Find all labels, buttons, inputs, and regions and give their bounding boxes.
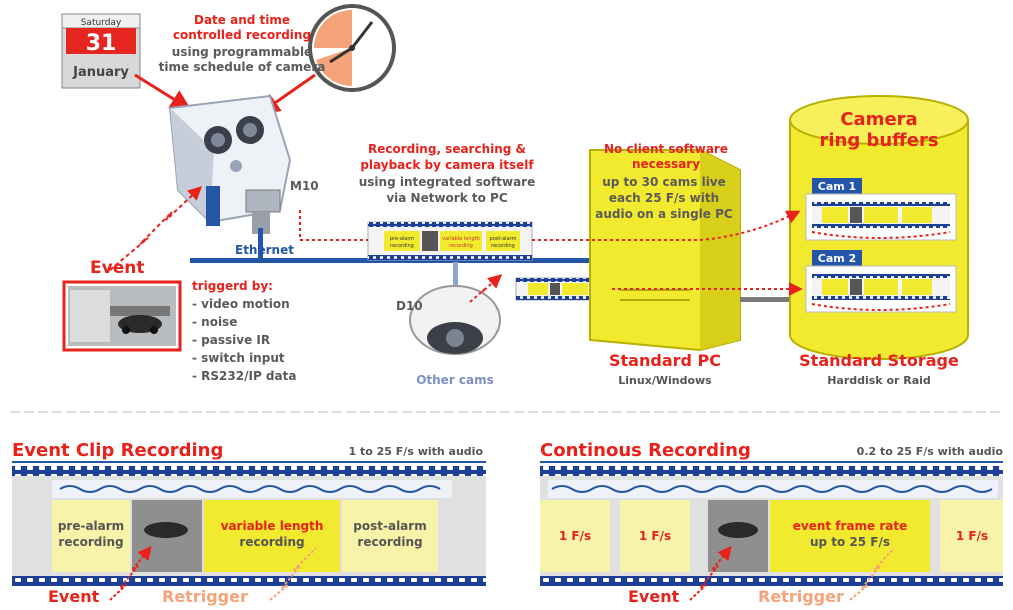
pc-note-line4: each 25 F/s with <box>609 191 719 205</box>
event-clip-film-strip <box>12 466 486 586</box>
schedule-note-line1: Date and time <box>194 13 290 27</box>
continuous-seg2: 1 F/s <box>639 529 671 543</box>
recording-note-line2: playback by camera itself <box>360 158 534 172</box>
event-clip-pre2: recording <box>58 535 123 549</box>
continuous-retrigger: Retrigger <box>758 587 844 606</box>
recording-note-line4: via Network to PC <box>386 191 507 205</box>
storage-title-1: Camera <box>840 109 917 130</box>
pc-note-line1: No client software <box>604 142 728 156</box>
event-clip-post2: recording <box>357 535 422 549</box>
m10-camera-icon <box>168 94 292 234</box>
event-clip-rate: 1 to 25 F/s with audio <box>349 445 484 458</box>
mini-post2: recording <box>491 243 515 249</box>
continuous-event1: event frame rate <box>793 519 908 533</box>
event-photo <box>62 280 182 352</box>
pc-note-line2: necessary <box>632 157 700 171</box>
continuous-event: Event <box>628 587 680 606</box>
trigger-item: - video motion <box>192 297 290 311</box>
cam2-ring-buffer: Cam 2 <box>805 250 957 313</box>
calendar-arrow <box>134 73 192 111</box>
mini-film-strip: pre-alarm recording variable length reco… <box>367 221 533 261</box>
cam2-label: Cam 2 <box>818 252 856 265</box>
event-label: Event <box>90 258 144 278</box>
continuous-rate: 0.2 to 25 F/s with audio <box>857 445 1004 458</box>
event-lightning <box>109 186 203 271</box>
cam1-label: Cam 1 <box>818 180 856 193</box>
continuous-event2: up to 25 F/s <box>810 535 890 549</box>
schedule-note-line4: time schedule of camera <box>159 60 326 74</box>
event-clip-retrigger: Retrigger <box>162 587 248 606</box>
continuous-seg3: 1 F/s <box>956 529 988 543</box>
cam1-ring-buffer: Cam 1 <box>805 178 957 241</box>
calendar-icon: Saturday 31 January <box>61 13 141 89</box>
flow-camera-to-strip <box>299 210 368 241</box>
m10-label: M10 <box>290 179 319 193</box>
d10-label: D10 <box>396 299 423 313</box>
continuous-film-strip <box>540 466 1003 586</box>
other-cams-label: Other cams <box>416 373 494 387</box>
clock-icon <box>308 4 396 92</box>
pc-note-line5: audio on a single PC <box>595 207 733 221</box>
mini-pre: pre-alarm <box>390 236 414 242</box>
trigger-item: - RS232/IP data <box>192 369 296 383</box>
event-clip-var2: recording <box>239 535 304 549</box>
pc-caption-sub: Linux/Windows <box>618 374 712 387</box>
calendar-day: Saturday <box>81 18 122 28</box>
triggers-title: triggerd by: <box>192 279 273 293</box>
schedule-note-line3: using programmable <box>172 45 312 59</box>
event-clip-pre1: pre-alarm <box>58 519 124 533</box>
mini-post: post-alarm <box>490 236 517 242</box>
triggers-list: - video motion - noise - passive IR - sw… <box>192 297 296 383</box>
mini-pre2: recording <box>390 243 414 249</box>
continuous-title: Continous Recording <box>540 440 751 461</box>
pc-caption-title: Standard PC <box>609 351 721 370</box>
calendar-date: 31 <box>86 31 117 56</box>
mini-film-strip-2 <box>515 277 613 301</box>
storage-caption-title: Standard Storage <box>799 351 959 370</box>
trigger-item: - passive IR <box>192 333 270 347</box>
event-clip-title: Event Clip Recording <box>12 440 223 461</box>
event-clip-var1: variable length <box>221 519 324 533</box>
ethernet-label: Ethernet <box>235 243 294 257</box>
event-clip-post1: post-alarm <box>353 519 426 533</box>
d10-dome-camera-icon <box>409 285 501 355</box>
storage-caption-sub: Harddisk or Raid <box>827 374 931 387</box>
recording-note-line1: Recording, searching & <box>368 142 526 156</box>
trigger-item: - switch input <box>192 351 285 365</box>
mini-var2: recording <box>449 243 473 249</box>
trigger-item: - noise <box>192 315 237 329</box>
storage-title-2: ring buffers <box>819 130 938 151</box>
mini-var: variable length <box>442 236 480 242</box>
calendar-month: January <box>72 65 129 80</box>
continuous-seg1: 1 F/s <box>559 529 591 543</box>
schedule-note-line2: controlled recording <box>173 28 311 42</box>
event-clip-event: Event <box>48 587 100 606</box>
pc-note-line3: up to 30 cams live <box>602 175 726 189</box>
recording-note-line3: using integrated software <box>359 175 535 189</box>
